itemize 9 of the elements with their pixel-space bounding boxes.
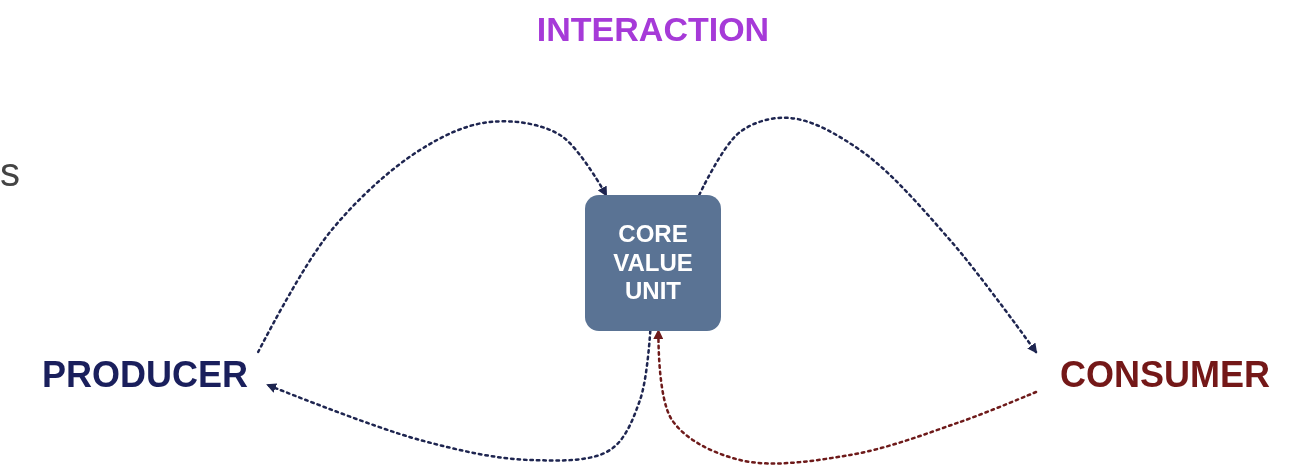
role-label: CONSUMER (1036, 352, 1294, 398)
role-label: PRODUCER (22, 352, 268, 398)
dotted-arrow (266, 329, 652, 462)
dotted-arrow (698, 116, 1038, 354)
text-fragment: s (0, 150, 20, 195)
core-box: CORE VALUE UNIT (585, 195, 721, 331)
dotted-arrow (653, 329, 1038, 465)
title: INTERACTION (535, 10, 771, 49)
dotted-arrow (256, 120, 608, 354)
